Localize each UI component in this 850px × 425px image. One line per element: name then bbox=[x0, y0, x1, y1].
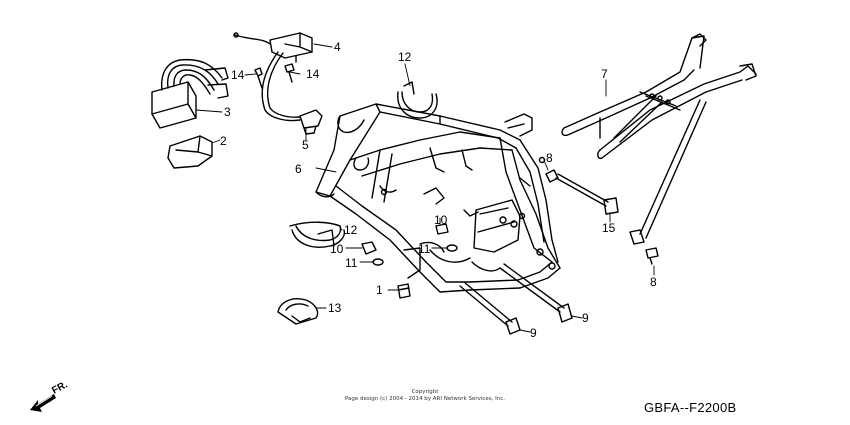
callout-1: 1 bbox=[376, 283, 383, 297]
callout-7: 7 bbox=[601, 67, 608, 81]
callout-9b: 9 bbox=[582, 311, 589, 325]
callout-8a: 8 bbox=[546, 151, 553, 165]
clamp-band-lower-part bbox=[289, 221, 346, 248]
small-bolt-part bbox=[545, 169, 659, 265]
callout-5: 5 bbox=[302, 138, 309, 152]
leader-lines bbox=[195, 43, 655, 333]
callout-3: 3 bbox=[224, 105, 231, 119]
callout-14a: 14 bbox=[231, 68, 245, 82]
diagram-code: GBFA--F2200B bbox=[644, 400, 737, 415]
callout-8b: 8 bbox=[650, 275, 657, 289]
rear-sub-frame-part bbox=[561, 33, 757, 245]
long-bolt-part bbox=[459, 263, 573, 335]
callout-4: 4 bbox=[334, 40, 341, 54]
ignition-coil-part bbox=[233, 32, 313, 122]
main-frame-part bbox=[315, 103, 561, 293]
callout-12b: 12 bbox=[344, 223, 358, 237]
callout-13: 13 bbox=[328, 301, 342, 315]
callout-11b: 11 bbox=[418, 242, 431, 256]
callout-14b: 14 bbox=[306, 67, 320, 81]
callout-6: 6 bbox=[295, 162, 302, 176]
front-direction-arrow-icon: FR. bbox=[30, 382, 70, 412]
bolt-part bbox=[254, 63, 295, 89]
callout-2: 2 bbox=[220, 134, 227, 148]
callout-9a: 9 bbox=[530, 326, 537, 340]
cdi-unit-part bbox=[151, 58, 229, 129]
callout-labels: 3 2 4 14 14 5 12 6 12 10 11 1 13 10 11 9… bbox=[220, 40, 657, 340]
copyright-line: Page design (c) 2004 - 2014 by ARI Netwo… bbox=[344, 396, 506, 402]
clamp-part bbox=[277, 298, 319, 325]
callout-15: 15 bbox=[602, 221, 616, 235]
spark-plug-cap-part bbox=[299, 109, 323, 135]
cdi-mount-rubber-part bbox=[167, 135, 213, 169]
copyright-title: Copyright bbox=[411, 389, 439, 395]
collar-part bbox=[397, 283, 411, 299]
clamp-band-part bbox=[397, 81, 438, 119]
copyright-notice: Copyright Page design (c) 2004 - 2014 by… bbox=[300, 389, 550, 403]
callout-11a: 11 bbox=[345, 256, 358, 270]
callout-12a: 12 bbox=[398, 50, 412, 64]
callout-10b: 10 bbox=[434, 213, 448, 227]
subframe-bolt-part bbox=[555, 173, 619, 215]
callout-10a: 10 bbox=[330, 242, 344, 256]
front-direction-label: FR. bbox=[50, 382, 70, 397]
